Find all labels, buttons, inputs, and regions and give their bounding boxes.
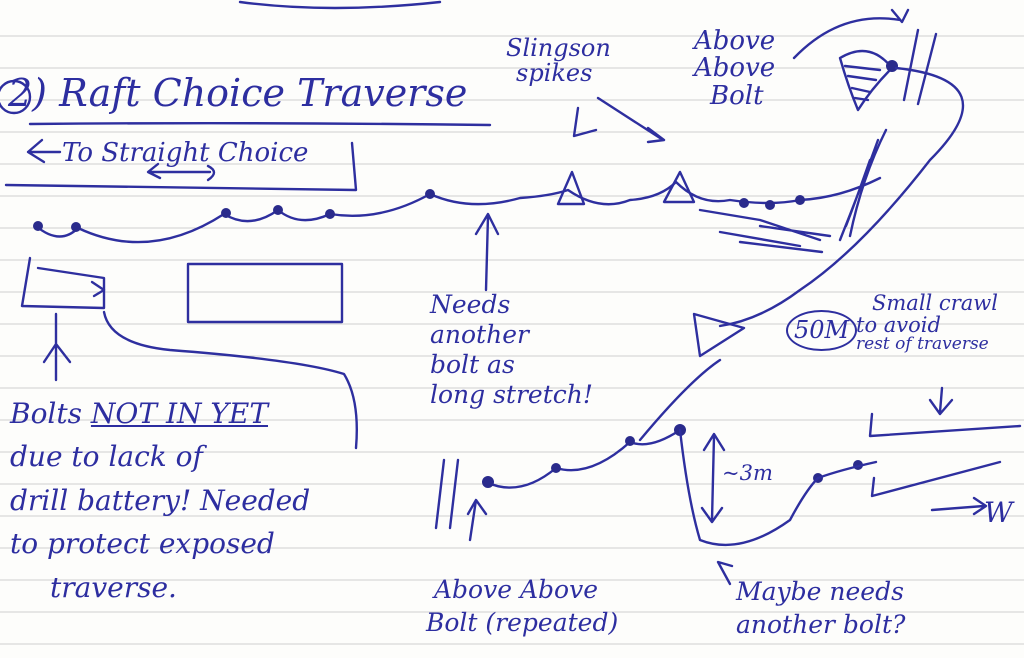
to-straight-choice-label: To Straight Choice — [62, 138, 309, 168]
slingsby-label: Slingson — [506, 34, 611, 62]
needs-line-2: another — [430, 320, 529, 349]
triangle-marker-50m — [692, 312, 746, 358]
spike-marker — [556, 170, 586, 206]
maybe-bolt-arrow — [716, 560, 734, 586]
bolt — [551, 463, 561, 473]
spike-marker — [662, 170, 696, 204]
above-bolt-repeated-label: Above Above Bolt (repeated) — [426, 574, 618, 639]
scribbled-anchor — [698, 49, 898, 254]
repeated-bolt-arrow — [466, 498, 488, 542]
lower-traverse-line — [484, 428, 682, 489]
bolt-line: Bolt — [710, 80, 764, 111]
needs-line-1: Needs — [430, 290, 511, 319]
above-line-2: Above — [694, 53, 776, 84]
page-title: 2) Raft Choice Traverse — [8, 71, 468, 115]
small-crawl-line-3: rest of traverse — [856, 334, 989, 355]
title-number-circle — [0, 79, 32, 115]
note-emphasis: NOT IN YET — [90, 397, 269, 430]
ruled-lines — [0, 35, 1024, 645]
title-underline — [28, 122, 492, 127]
lower-drop-line — [678, 428, 878, 547]
w-arrow — [930, 496, 988, 516]
maybe-line-1: Maybe needs — [736, 577, 904, 606]
needs-another-bolt-label: Needs another bolt as long stretch! — [430, 290, 593, 410]
note-line-1: Bolts NOT IN YET — [10, 392, 310, 435]
spike-arrows — [572, 96, 666, 144]
small-crawl-arrow — [928, 386, 954, 416]
top-arc — [238, 0, 442, 10]
double-line-top-right — [902, 28, 938, 106]
lower-tail-curve — [638, 358, 722, 442]
bolt — [765, 200, 775, 210]
bolt — [221, 208, 231, 218]
bolt — [886, 60, 898, 72]
upper-bolts — [33, 189, 805, 232]
note-line-4: to protect exposed — [10, 527, 275, 561]
left-box-arrow — [90, 280, 106, 298]
w-label: W — [984, 496, 1013, 529]
middle-box — [186, 262, 344, 324]
note-prefix: Bolts — [10, 397, 91, 430]
crawl-upper-wall — [868, 412, 1022, 438]
fifty-m-label: 50M — [786, 310, 858, 352]
bolt — [325, 209, 335, 219]
maybe-needs-bolt-label: Maybe needs another bolt? — [736, 576, 905, 641]
crawl-lower-wall — [870, 460, 1002, 498]
needs-bolt-arrow — [474, 212, 500, 292]
bolt — [273, 205, 283, 215]
bolt — [71, 222, 81, 232]
to-straight-choice-box — [4, 141, 358, 192]
needs-line-3: bolt as — [430, 350, 515, 379]
upper-traverse-line — [34, 176, 882, 244]
note-line-2: due to lack of — [10, 440, 203, 474]
small-crawl-line-2: to avoid — [856, 313, 941, 338]
slingsby-spikes-label: Slingson spikes — [506, 34, 611, 88]
bolt — [482, 476, 494, 488]
three-m-dimension — [700, 432, 726, 524]
above-above-bolt-label: Above Above Bolt — [694, 26, 776, 111]
left-small-box — [20, 256, 106, 310]
note-curve — [102, 310, 358, 450]
bolt — [739, 198, 749, 208]
above-bolt-arrow — [792, 8, 910, 60]
bolt — [425, 189, 435, 199]
maybe-line-2: another bolt? — [736, 609, 906, 639]
bolts-not-in-yet-note: Bolts NOT IN YET due to lack of drill ba… — [10, 392, 310, 609]
bolt — [33, 221, 43, 231]
three-m-label: ~3m — [722, 461, 773, 485]
long-route-curve — [718, 66, 965, 328]
needs-line-4: long stretch! — [430, 380, 593, 409]
lower-double-lines — [434, 458, 460, 530]
small-crawl-label: Small crawl to avoid rest of traverse — [856, 292, 998, 354]
repeated-line-2: Bolt (repeated) — [426, 607, 619, 637]
left-arrow-head — [26, 138, 62, 164]
bolt — [795, 195, 805, 205]
note-line-5: traverse. — [50, 570, 177, 604]
left-arrow-up — [42, 312, 72, 382]
spikes-label: spikes — [516, 59, 593, 88]
bolt — [625, 436, 635, 446]
note-line-3: drill battery! Needed — [10, 483, 311, 517]
above-line-1: Above — [694, 26, 776, 56]
small-crawl-line-1: Small crawl — [872, 291, 998, 315]
repeated-line-1: Above Above — [434, 575, 599, 604]
squiggle-arrow — [146, 162, 216, 182]
